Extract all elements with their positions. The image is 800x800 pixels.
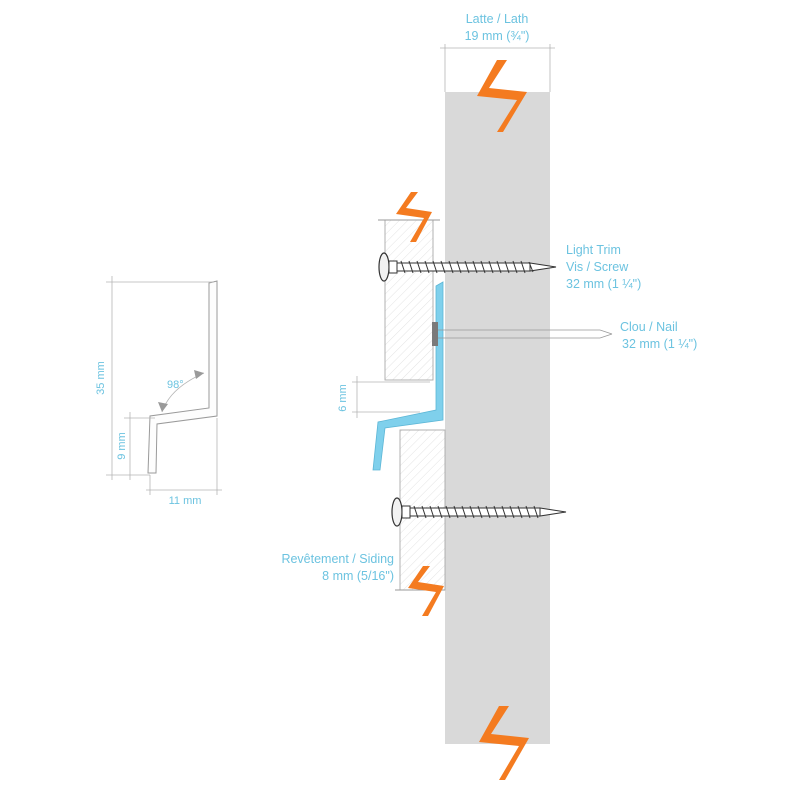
gap-label: 6 mm [337,384,349,412]
profile-height-label: 35 mm [95,361,107,395]
screw-type-label: Vis / Screw [566,260,629,274]
screw-size-label: 32 mm (1 ¼") [566,277,641,291]
profile-lip-label: 9 mm [116,432,128,460]
lath-label: Latte / Lath [466,12,529,26]
profile-angle-label: 98° [167,379,184,391]
light-trim-profile [372,281,444,471]
lower-screw [391,497,567,527]
lath-size-label: 19 mm (¾") [465,29,530,43]
upper-screw [378,252,557,282]
gap-dimension [352,376,430,418]
lath-strip [445,92,550,744]
profile-detail [106,276,222,495]
upper-siding-board [384,219,434,381]
profile-depth-label: 11 mm [169,495,202,507]
break-mark-lath-top [477,60,527,132]
profile-outline [147,280,218,474]
nail-size-label: 32 mm (1 ¼") [622,337,697,351]
siding-size-label: 8 mm (5/16") [322,569,394,583]
nail [432,322,613,346]
break-mark-siding-bottom [408,566,444,616]
break-mark-siding-top [396,192,432,242]
break-mark-lath-bottom [479,706,529,780]
lath-dimension [440,44,555,92]
screw-label: Light Trim [566,243,621,257]
siding-label: Revêtement / Siding [281,552,394,566]
nail-label: Clou / Nail [620,320,678,334]
